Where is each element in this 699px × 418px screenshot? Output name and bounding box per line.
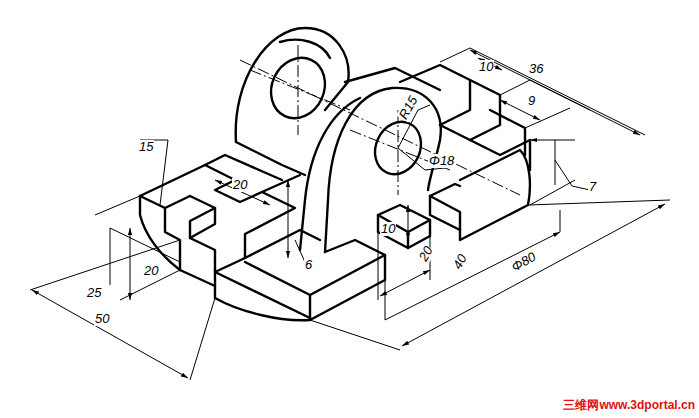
- dimension-label: Φ18: [428, 154, 455, 168]
- dimension-label: 20: [143, 264, 159, 278]
- dimension-label: 20: [416, 243, 436, 264]
- dimension-label: 10: [478, 60, 494, 74]
- dimension-label: R15: [396, 93, 421, 122]
- dimension-label: 7: [588, 180, 597, 194]
- dimension-label: Φ80: [509, 249, 540, 275]
- dimension-label: 36: [528, 62, 544, 76]
- dimension-label: 20: [232, 178, 248, 192]
- dimension-label: 10: [380, 222, 396, 236]
- dimension-label: 9: [527, 94, 536, 108]
- watermark: 三维网www.3dportal.cn: [562, 398, 696, 412]
- dimension-label: 50: [94, 312, 110, 326]
- dimension-label: 6: [304, 258, 313, 272]
- dimension-label: 15: [138, 140, 154, 154]
- dimension-label: 25: [86, 286, 102, 300]
- dimension-label: 40: [450, 251, 470, 272]
